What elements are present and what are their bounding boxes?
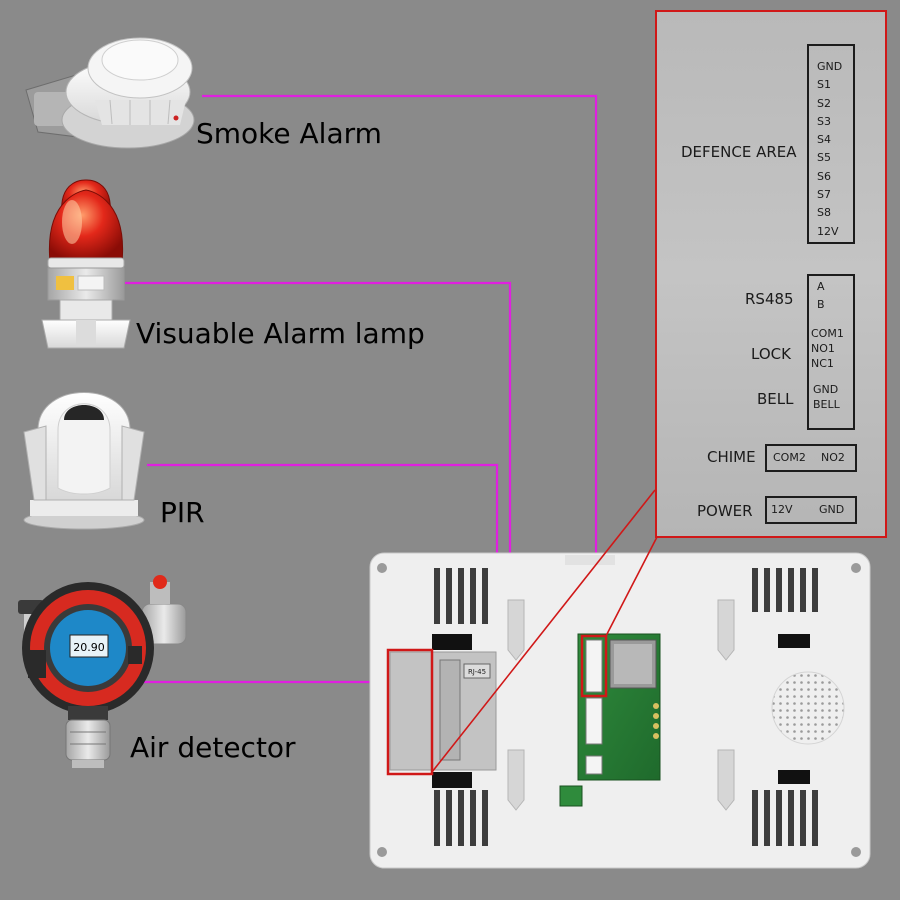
alarm-lamp-image [41, 179, 131, 349]
chime-pin-no2: NO2 [821, 451, 845, 464]
rj45-label: RJ-45 [468, 668, 486, 676]
pin-com1: COM1 [811, 327, 844, 340]
pin-s6: S6 [817, 169, 831, 183]
power-pin-12v: 12V [771, 503, 793, 516]
rs485-pin-list: A B [817, 278, 825, 315]
pin-b: B [817, 298, 825, 312]
pin-s4: S4 [817, 133, 831, 147]
pin-gnd-bell: GND [813, 383, 839, 396]
rs485-lock-bell-pin-box [807, 274, 855, 430]
pin-s8: S8 [817, 206, 831, 220]
pin-s7: S7 [817, 188, 831, 202]
zoom-callout-line [605, 536, 658, 637]
defence-area-label: DEFENCE AREA [681, 143, 797, 161]
connector-highlight [580, 634, 608, 698]
pin-s5: S5 [817, 151, 831, 165]
defence-area-pin-list: GND S1 S2 S3 S4 S5 S6 S7 S8 12V [817, 58, 842, 241]
pin-a: A [817, 280, 825, 293]
speaker-grille [771, 671, 845, 745]
monitor-back: RJ-45 [369, 552, 871, 869]
pin-nc1: NC1 [811, 357, 834, 370]
defence-area-pin-box [807, 44, 855, 244]
smoke-alarm-label: Smoke Alarm [196, 117, 382, 150]
pir-image [23, 392, 145, 530]
pin-bell: BELL [813, 398, 840, 411]
power-label: POWER [697, 502, 753, 520]
air-detector-reading: 20.90 [73, 641, 105, 654]
chime-pin-box [765, 444, 857, 472]
rs485-label: RS485 [745, 290, 794, 308]
pir-label: PIR [160, 496, 205, 529]
pin-no1: NO1 [811, 342, 835, 355]
pin-s3: S3 [817, 114, 831, 128]
chime-label: CHIME [707, 448, 756, 466]
air-detector-image: 20.90 [18, 575, 187, 768]
air-detector-label: Air detector [130, 731, 296, 764]
pin-gnd: GND [817, 60, 843, 73]
lock-pin-list: COM1 NO1 NC1 [811, 326, 844, 371]
sticker-highlight [386, 648, 434, 776]
smoke-alarm-image [25, 37, 195, 149]
power-pin-box [765, 496, 857, 524]
bell-pin-list: GND BELL [813, 382, 840, 412]
pin-s1: S1 [817, 78, 831, 92]
pin-12v: 12V [817, 224, 839, 238]
zoom-callout-line [431, 489, 656, 773]
alarm-lamp-label: Visuable Alarm lamp [136, 317, 425, 350]
bell-label: BELL [757, 390, 794, 408]
vent-slots [434, 568, 818, 846]
pin-s2: S2 [817, 96, 831, 110]
terminal-zoom-panel: DEFENCE AREA GND S1 S2 S3 S4 S5 S6 S7 S8… [655, 10, 887, 538]
lock-label: LOCK [751, 345, 791, 363]
chime-pin-com2: COM2 [773, 451, 806, 464]
power-pin-gnd: GND [819, 503, 845, 516]
